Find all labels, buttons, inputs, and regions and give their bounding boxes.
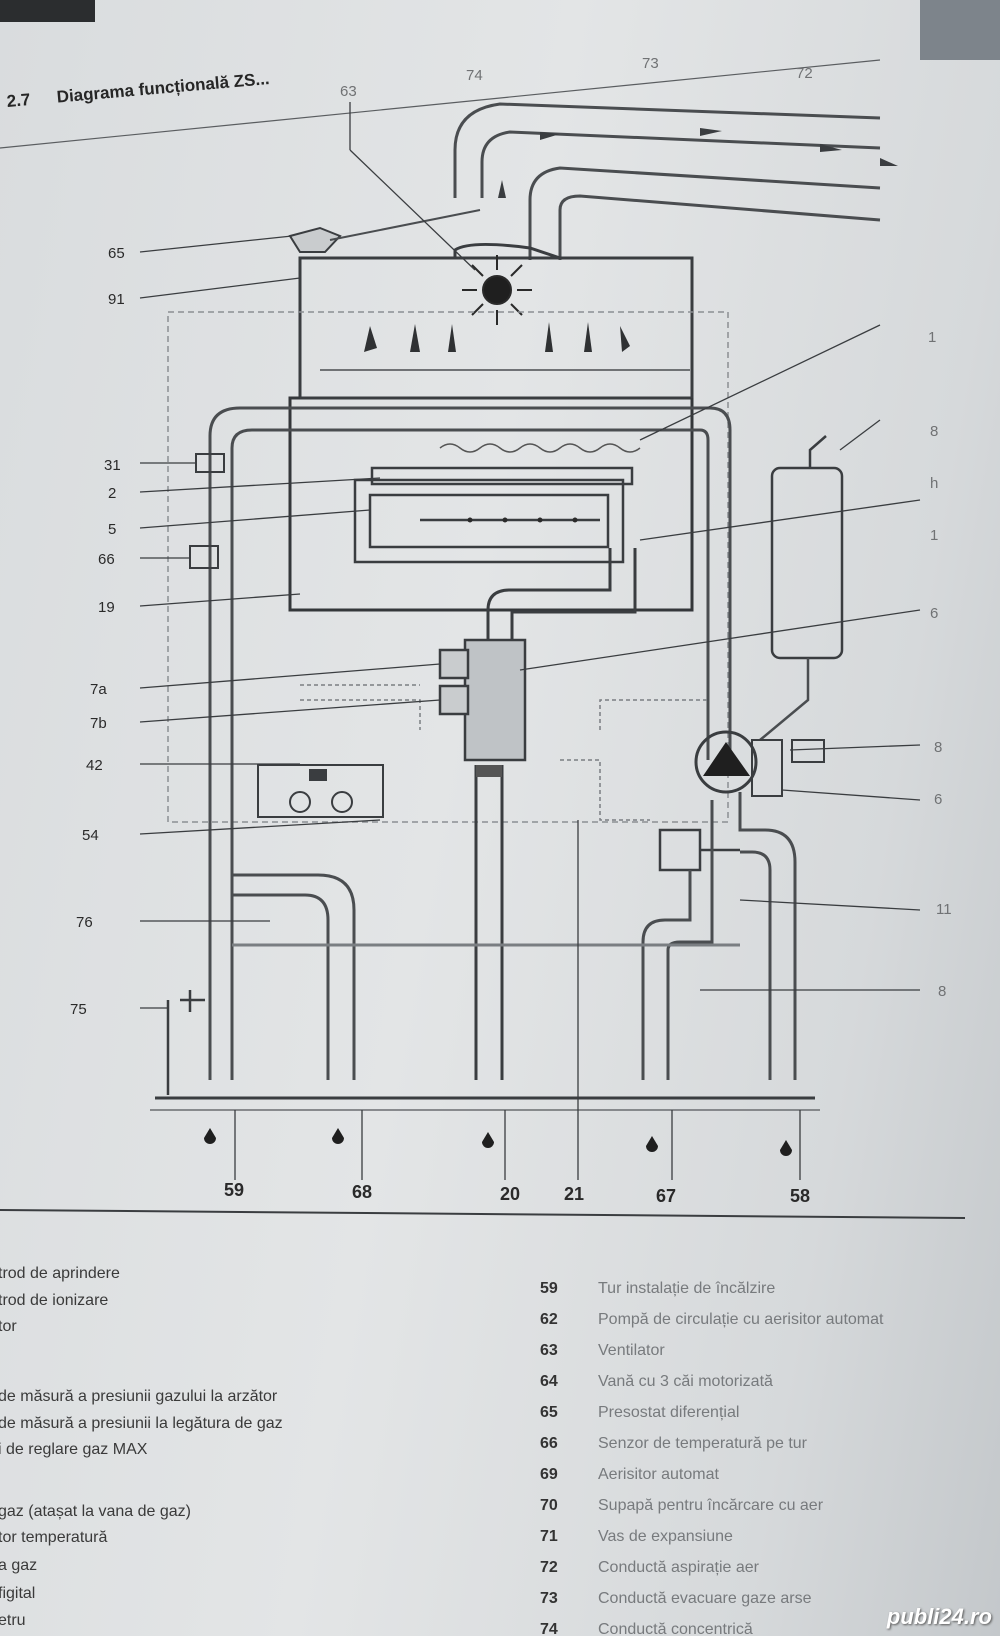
burner (353, 466, 634, 564)
page-background-corner (920, 0, 1000, 60)
callout-66: 66 (98, 551, 115, 568)
legend-left-item: gaz (atașat la vana de gaz) (0, 1503, 192, 1520)
callout-right-5: 6 (930, 605, 938, 622)
callout-right-3: h (930, 475, 938, 492)
wiring (300, 684, 710, 821)
legend-left-item: trod de ionizare (0, 1292, 109, 1309)
callout-right-7: 6 (934, 791, 942, 808)
control-panel (257, 764, 384, 818)
callout-76: 76 (76, 914, 93, 931)
callout-65: 65 (108, 245, 125, 262)
legend-left-item: etru (0, 1612, 26, 1629)
legend-left-item: tor temperatură (0, 1529, 108, 1546)
gas-valve (438, 638, 527, 762)
callout-63: 63 (340, 83, 357, 100)
sensor-66 (189, 545, 219, 569)
legend-left-item: a gaz (0, 1557, 38, 1574)
callout-67: 67 (656, 1186, 676, 1206)
callout-72: 72 (796, 65, 813, 82)
boiler-casing (288, 396, 694, 612)
gas-filter (476, 765, 502, 777)
callout-75: 75 (70, 1001, 87, 1018)
callout-31: 31 (104, 457, 121, 474)
callout-2: 2 (108, 485, 116, 502)
legend-left-item: trod de aprindere (0, 1265, 120, 1282)
callout-7a: 7a (90, 681, 107, 698)
heating-pipe (208, 406, 732, 1080)
callout-73: 73 (642, 55, 659, 72)
diagram-bottom-rule (0, 1209, 966, 1219)
leader-lines-bottom (234, 820, 801, 1180)
connection-drops (204, 1128, 792, 1156)
leader-lines-left (139, 235, 441, 1009)
callout-right-6: 8 (934, 739, 942, 756)
legend-left-item: tor (0, 1318, 17, 1335)
three-way-valve (658, 828, 740, 872)
legend-left-item: figital (0, 1585, 36, 1602)
page-header-tab (0, 0, 95, 22)
leader-lines-right (519, 324, 921, 991)
callout-54: 54 (82, 827, 99, 844)
electrical-frame (167, 311, 729, 823)
burner-dots (467, 517, 578, 523)
legend-left-item: i de reglare gaz MAX (0, 1441, 148, 1458)
callout-74: 74 (466, 67, 483, 84)
gas-supply-pipe (474, 765, 504, 1080)
gas-manifold-pipe (486, 548, 612, 720)
fan (462, 255, 532, 325)
legend-left-item: de măsură a presiunii la legătura de gaz (0, 1415, 283, 1432)
callout-58: 58 (790, 1186, 810, 1206)
callout-7b: 7b (90, 715, 107, 732)
callout-42: 42 (86, 757, 103, 774)
callout-59: 59 (224, 1180, 244, 1200)
ignition-electrode-line (439, 443, 641, 453)
drain-tap (166, 990, 205, 1095)
callout-19: 19 (98, 599, 115, 616)
callout-right-4: 1 (930, 527, 938, 544)
expansion-vessel (770, 435, 844, 660)
callout-right-8: 11 (936, 901, 952, 918)
chamber-arrows (364, 322, 630, 352)
watermark-logo: publi24.ro (886, 1604, 992, 1629)
legend-left-item: de măsură a presiunii gazului la arzător (0, 1388, 278, 1405)
outlet-pipes (641, 792, 797, 1080)
fan-hood (453, 242, 561, 260)
callout-21: 21 (564, 1184, 584, 1204)
flue-duct (453, 102, 881, 260)
pressure-switch (288, 226, 342, 253)
return-pipes (232, 873, 356, 1080)
flue-flow-arrows (498, 128, 898, 198)
callout-right-9: 8 (938, 983, 946, 1000)
callout-5: 5 (108, 521, 116, 538)
callout-right-1: 1 (928, 329, 936, 346)
callout-20: 20 (500, 1184, 520, 1204)
circulation-pump (694, 730, 825, 797)
callout-68: 68 (352, 1182, 372, 1202)
callout-91: 91 (108, 291, 125, 308)
callout-right-2: 8 (930, 423, 938, 440)
heading-rule (0, 59, 881, 149)
vessel-connection-pipe (759, 658, 810, 741)
